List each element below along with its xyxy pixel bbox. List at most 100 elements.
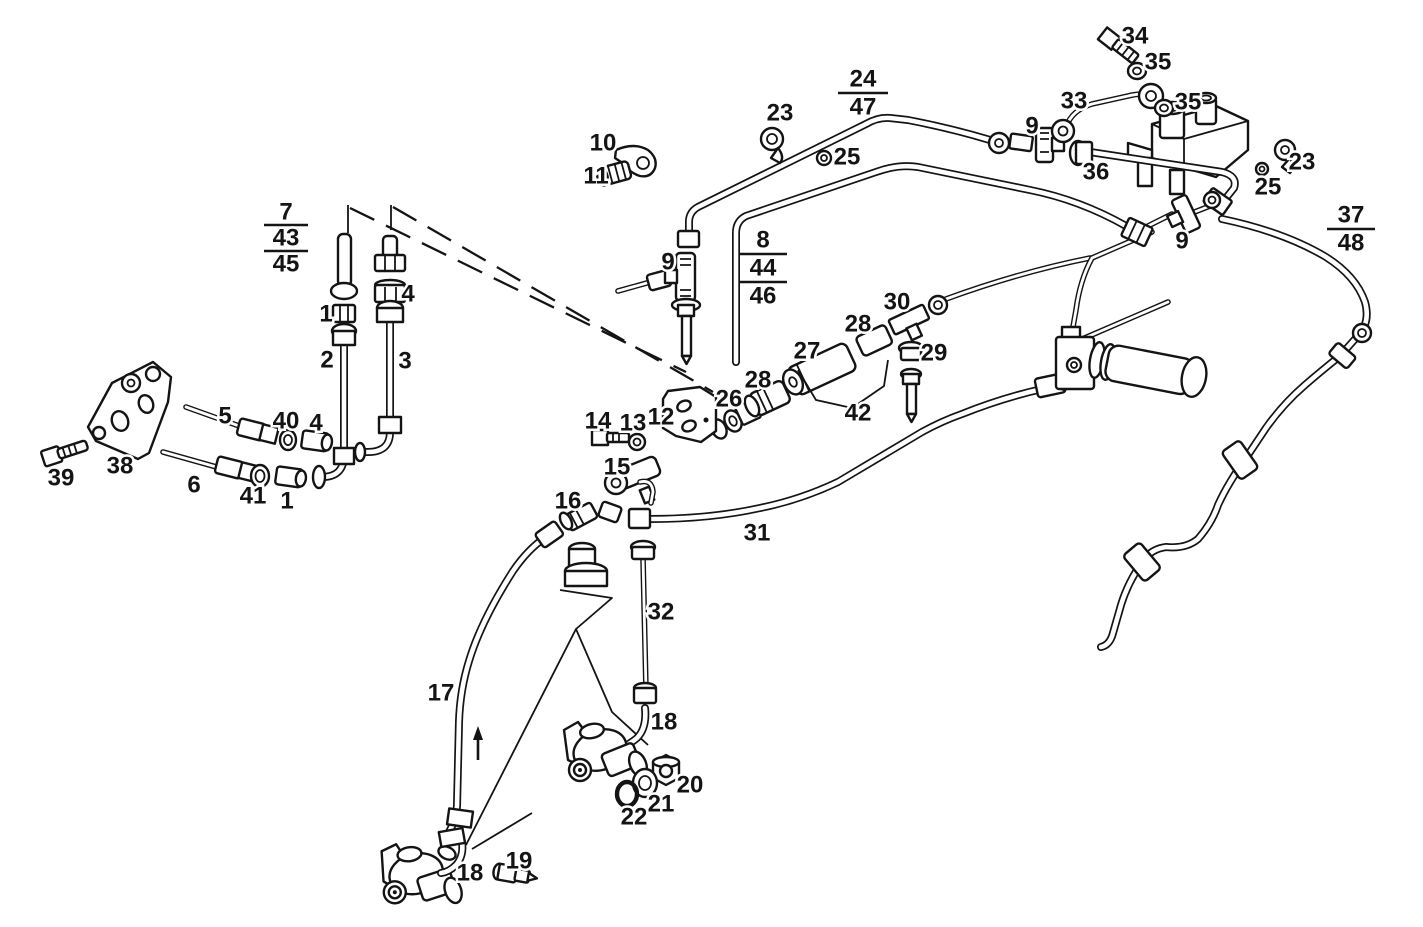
part-number-callout: 10	[590, 130, 617, 157]
sender-unit	[563, 541, 609, 588]
bolt-34	[1096, 26, 1140, 64]
clamp-23-left	[759, 126, 785, 165]
part-number-callout: 45	[273, 251, 300, 278]
pump-assembly	[1054, 299, 1208, 398]
part-number-callout: 24	[850, 66, 877, 93]
washer-35-lower	[1153, 98, 1175, 118]
part-number-callout: 27	[794, 338, 821, 365]
mini-elbow	[637, 478, 656, 506]
up-arrow-icon	[473, 726, 483, 760]
part-number-callout: 19	[506, 848, 533, 875]
part-number-callout: 25	[1255, 174, 1282, 201]
part-number-callout: 1	[319, 301, 332, 328]
part-number-callout: 37	[1338, 202, 1365, 229]
part-number-callout: 47	[850, 94, 877, 121]
part-number-callout: 46	[750, 283, 777, 310]
part-number-callout: 3	[398, 348, 411, 375]
washer-21	[631, 767, 659, 799]
part-number-callout: 44	[750, 255, 777, 282]
washer-35-upper	[1126, 61, 1148, 81]
ferrule-28-upper	[855, 324, 894, 357]
part-number-callout: 5	[218, 403, 231, 430]
elbow-16	[558, 500, 623, 532]
part-number-callout: 22	[621, 804, 648, 831]
part-number-callout: 42	[845, 400, 872, 427]
bracket-12	[661, 385, 718, 444]
seal-ring-41	[249, 463, 271, 489]
bracket-38	[86, 360, 173, 461]
part-number-callout: 1	[280, 488, 293, 515]
part-number-callout: 20	[677, 772, 704, 799]
part-number-callout: 9	[661, 249, 674, 276]
part-number-callout: 30	[884, 289, 911, 316]
nut-25-right	[1254, 161, 1270, 177]
part-number-callout: 31	[744, 520, 771, 547]
clamp-42	[797, 359, 889, 409]
part-number-callout: 39	[48, 465, 75, 492]
alignment-dashed-lines	[347, 205, 714, 393]
part-number-callout: 7	[279, 199, 292, 226]
part-number-callout: 48	[1338, 230, 1365, 257]
clamp-23-right	[1273, 138, 1297, 175]
ring-22	[614, 779, 640, 809]
pipe-31	[627, 370, 1070, 530]
connector-chain	[710, 255, 1093, 440]
tee-9-left	[615, 251, 702, 366]
part-number-callout: 35	[1145, 49, 1172, 76]
pipe-8-44-46	[732, 162, 1130, 366]
part-number-callout: 14	[585, 408, 612, 435]
tee-9-right	[1068, 190, 1222, 341]
nut-25-left	[815, 149, 833, 167]
part-number-callout: 43	[273, 225, 300, 252]
part-number-callout: 18	[457, 860, 484, 887]
part-number-callout: 35	[1175, 89, 1202, 116]
part-number-callout: 11	[583, 163, 608, 190]
part-number-callout: 16	[555, 488, 582, 515]
part-number-callout: 8	[756, 227, 769, 254]
part-number-callout: 38	[107, 453, 134, 480]
part-number-callout: 15	[604, 454, 631, 481]
nut-13	[627, 432, 647, 452]
plug-11	[595, 160, 633, 187]
part-number-callout: 4	[309, 410, 323, 437]
part-number-callout: 28	[845, 311, 872, 338]
part-number-callout: 4	[401, 281, 415, 308]
part-number-callout: 25	[834, 144, 861, 171]
part-number-callout: 23	[1289, 149, 1316, 176]
banjo-line-33	[1050, 82, 1165, 144]
part-number-callout: 34	[1122, 23, 1149, 50]
part-number-callout: 21	[648, 791, 675, 818]
part-number-callout: 23	[767, 100, 794, 127]
part-number-callout: 2	[320, 347, 333, 374]
elbow-18-left	[437, 826, 467, 877]
hose-6	[160, 449, 259, 483]
tee-30	[887, 303, 931, 342]
leader-lines	[465, 589, 649, 850]
fitting-19	[492, 862, 539, 884]
link-32	[629, 539, 658, 705]
part-number-callout: 29	[921, 340, 948, 367]
part-number-callout: 26	[716, 386, 743, 413]
bolt-39	[39, 439, 89, 468]
part-number-callout: 32	[648, 599, 675, 626]
part-number-callout: 9	[1175, 228, 1188, 255]
part-number-callout: 41	[240, 483, 267, 510]
part-number-callout: 13	[620, 410, 647, 437]
tube-2-assembly	[311, 232, 359, 490]
plug-1-lower	[274, 465, 308, 489]
pipe-37-48	[1097, 215, 1373, 651]
part-number-callout: 28	[745, 367, 772, 394]
part-number-callout: 6	[187, 472, 200, 499]
nut-20	[651, 753, 681, 787]
part-number-callout: 40	[273, 408, 300, 435]
plug-4-lower	[300, 429, 334, 453]
hose-5	[183, 404, 280, 445]
part-number-callout: 17	[428, 680, 455, 707]
part-number-callout: 9	[1025, 113, 1038, 140]
part-number-callout: 12	[648, 404, 675, 431]
tube-3-assembly	[353, 234, 407, 463]
seal-ring-40	[278, 428, 298, 452]
